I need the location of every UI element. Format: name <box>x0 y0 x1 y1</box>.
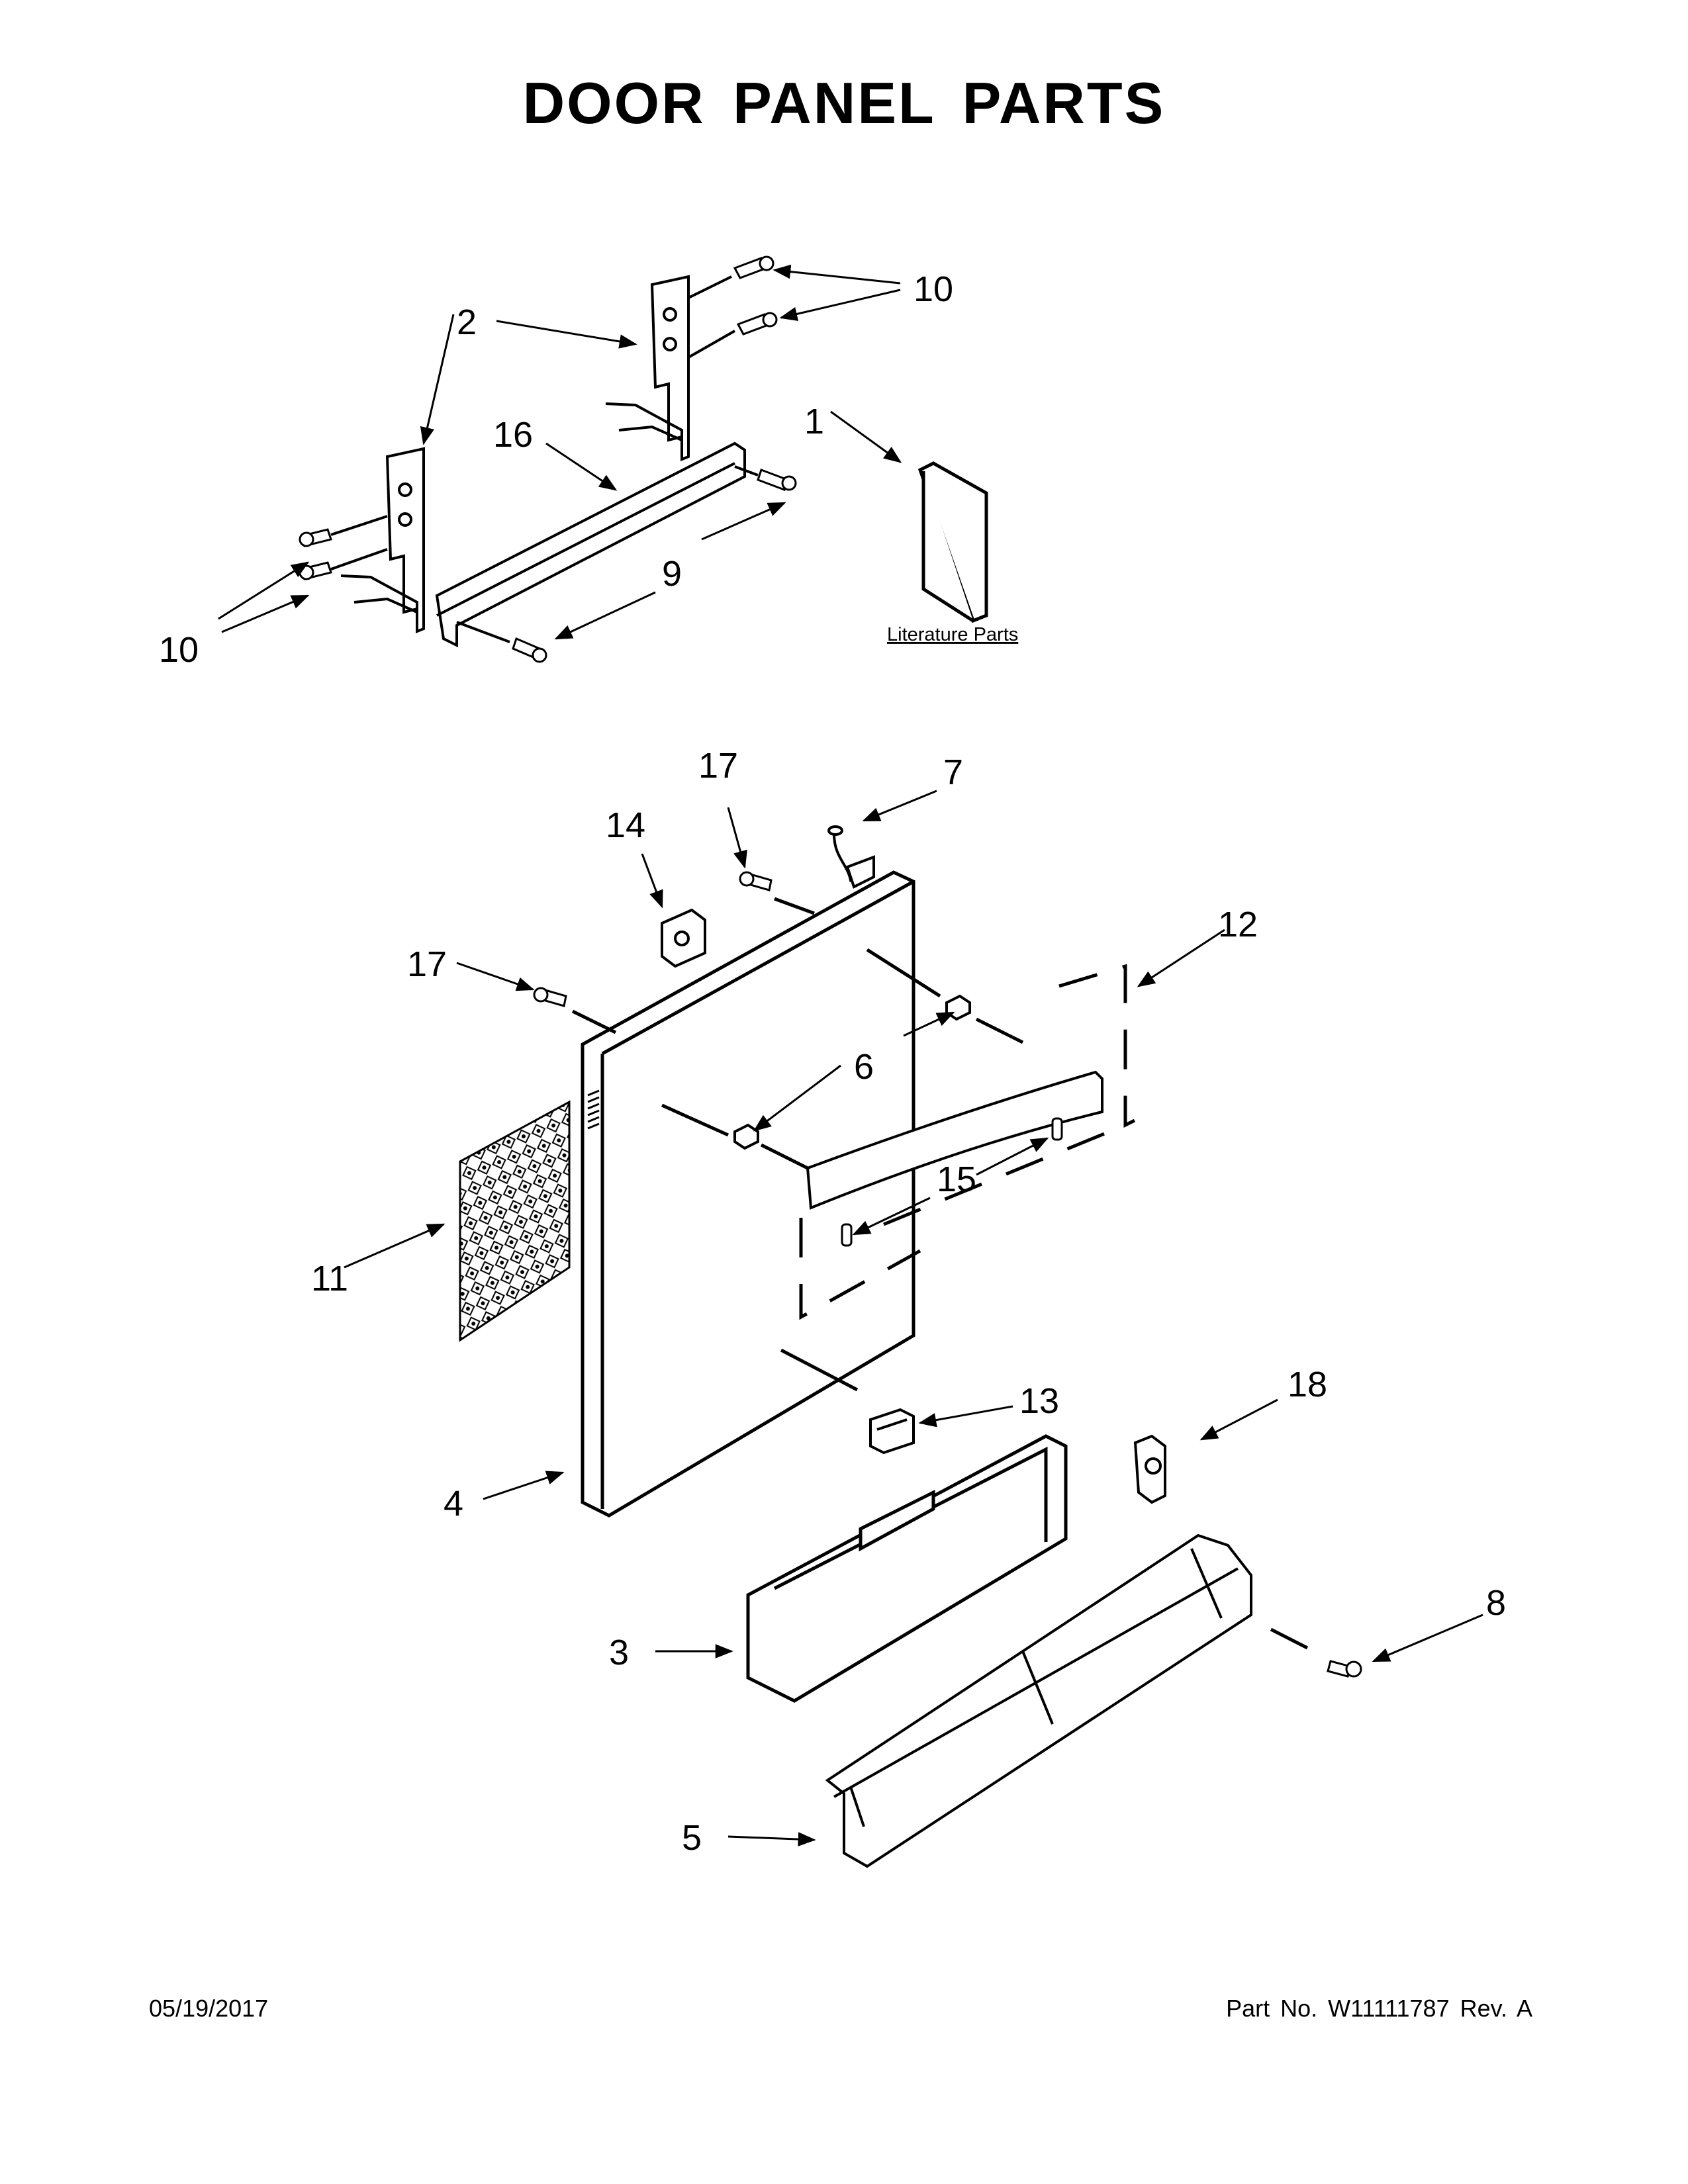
callout-7: 7 <box>943 752 963 792</box>
part-number: W11111787 <box>1328 1995 1450 2022</box>
callout-13: 13 <box>1019 1381 1059 1421</box>
handle-dashed-box <box>799 964 1140 1320</box>
callout-15: 15 <box>937 1160 976 1199</box>
control-panel-box <box>746 1434 1068 1703</box>
callout-5: 5 <box>682 1818 702 1858</box>
screws-17 <box>533 871 773 1007</box>
handle-explode-lines <box>571 897 1024 1392</box>
callout-14: 14 <box>606 805 645 845</box>
callout-4: 4 <box>444 1484 463 1524</box>
page-title: DOOR PANEL PARTS <box>522 70 1166 136</box>
part-number-label: Part No. <box>1226 1995 1318 2022</box>
door-bracket-channel <box>435 441 746 648</box>
callout-17-left: 17 <box>407 944 447 984</box>
callout-8: 8 <box>1486 1583 1506 1623</box>
callout-2: 2 <box>457 302 477 342</box>
callout-16: 16 <box>493 415 533 455</box>
callout-11: 11 <box>311 1259 348 1298</box>
callout-17-top: 17 <box>698 746 738 786</box>
literature-parts-label: Literature Parts <box>887 624 1018 645</box>
callout-12: 12 <box>1218 905 1258 944</box>
callout-1: 1 <box>804 402 824 441</box>
door-vent-slots <box>587 1089 600 1130</box>
acoustic-grille-panel <box>459 1100 571 1342</box>
door-handle <box>806 1070 1103 1210</box>
callout-6: 6 <box>854 1047 874 1087</box>
callout-9: 9 <box>662 554 682 594</box>
callout-10-left: 10 <box>159 630 199 670</box>
mounting-bracket-right <box>605 275 690 461</box>
door-latch <box>661 908 706 968</box>
vent-tube <box>827 825 875 889</box>
mounting-bracket-left <box>340 447 425 633</box>
screw-leader-lines <box>330 275 759 643</box>
door-panel <box>581 870 915 1518</box>
callout-18: 18 <box>1288 1365 1327 1404</box>
toe-kick-screw <box>1270 1627 1362 1678</box>
revision: Rev. A <box>1460 1995 1532 2022</box>
door-hinge-clip <box>869 1408 915 1455</box>
toe-kick-panel <box>825 1533 1252 1868</box>
door-cap-bracket <box>1133 1434 1166 1504</box>
literature-parts-booklet <box>917 461 988 623</box>
callout-10-top: 10 <box>914 269 953 309</box>
callout-arrows <box>218 264 1483 1846</box>
handle-spacers <box>841 1117 1063 1247</box>
callout-3: 3 <box>609 1633 629 1672</box>
footer-date: 05/19/2017 <box>149 1995 269 2022</box>
footer-part-info: Part No. W11111787 Rev. A <box>1215 1995 1532 2023</box>
